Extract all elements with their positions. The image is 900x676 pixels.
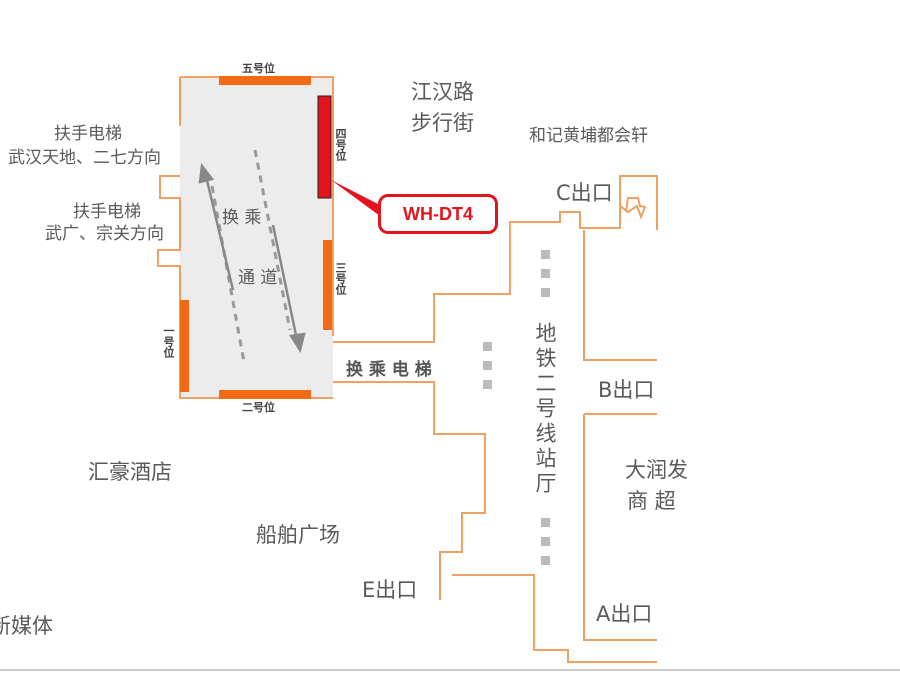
tag-pointer bbox=[331, 180, 380, 216]
mall-label-2: 商 超 bbox=[627, 489, 676, 513]
street-label-1: 江汉路 bbox=[411, 80, 474, 104]
direction-arrows bbox=[198, 162, 306, 354]
exit-e-label: E出口 bbox=[362, 578, 418, 602]
stair-markers bbox=[483, 250, 550, 565]
position-4-label: 四号位 bbox=[334, 128, 347, 161]
position-3-bar bbox=[323, 240, 332, 330]
exit-a-label: A出口 bbox=[596, 602, 653, 626]
position-1-label: 一号位 bbox=[162, 325, 175, 358]
position-1-bar bbox=[180, 300, 189, 392]
escalator-bottom-direction: 武广、宗关方向 bbox=[45, 224, 164, 244]
flow-line-1 bbox=[210, 185, 246, 363]
position-2-bar bbox=[219, 390, 311, 399]
exit-c-label: C出口 bbox=[556, 181, 613, 205]
transfer-escalator-label: 换 乘 电 梯 bbox=[346, 360, 432, 380]
square-label: 船舶广场 bbox=[256, 523, 340, 547]
position-5-label: 五号位 bbox=[242, 62, 275, 75]
escalator-top-title: 扶手电梯 bbox=[54, 124, 122, 144]
flow-line-2 bbox=[253, 149, 292, 331]
corridor-walls bbox=[333, 175, 658, 663]
footer-partial-label: 新媒体 bbox=[0, 614, 53, 638]
mall-label-1: 大润发 bbox=[625, 458, 688, 482]
exit-b-label: B出口 bbox=[598, 378, 655, 402]
corridor-label-line2: 通 道 bbox=[238, 268, 278, 288]
position-3-label: 三号位 bbox=[334, 262, 347, 295]
street-label-2: 步行街 bbox=[411, 111, 474, 135]
ad-position-tag: WH-DT4 bbox=[378, 194, 498, 234]
station-hall-label: 地铁二号线站厅 bbox=[533, 322, 557, 497]
escalator-bottom-title: 扶手电梯 bbox=[73, 202, 141, 222]
corridor-label-line1: 换 乘 bbox=[222, 208, 262, 228]
restaurant-label: 和记黄埔都会轩 bbox=[529, 126, 648, 146]
transfer-hall-area bbox=[180, 77, 333, 398]
position-2-label: 二号位 bbox=[242, 401, 275, 414]
hotel-label: 汇豪酒店 bbox=[88, 460, 172, 484]
position-5-bar bbox=[219, 76, 311, 85]
escalator-top-direction: 武汉天地、二七方向 bbox=[8, 148, 161, 168]
position-4-bar-highlight bbox=[317, 95, 332, 199]
